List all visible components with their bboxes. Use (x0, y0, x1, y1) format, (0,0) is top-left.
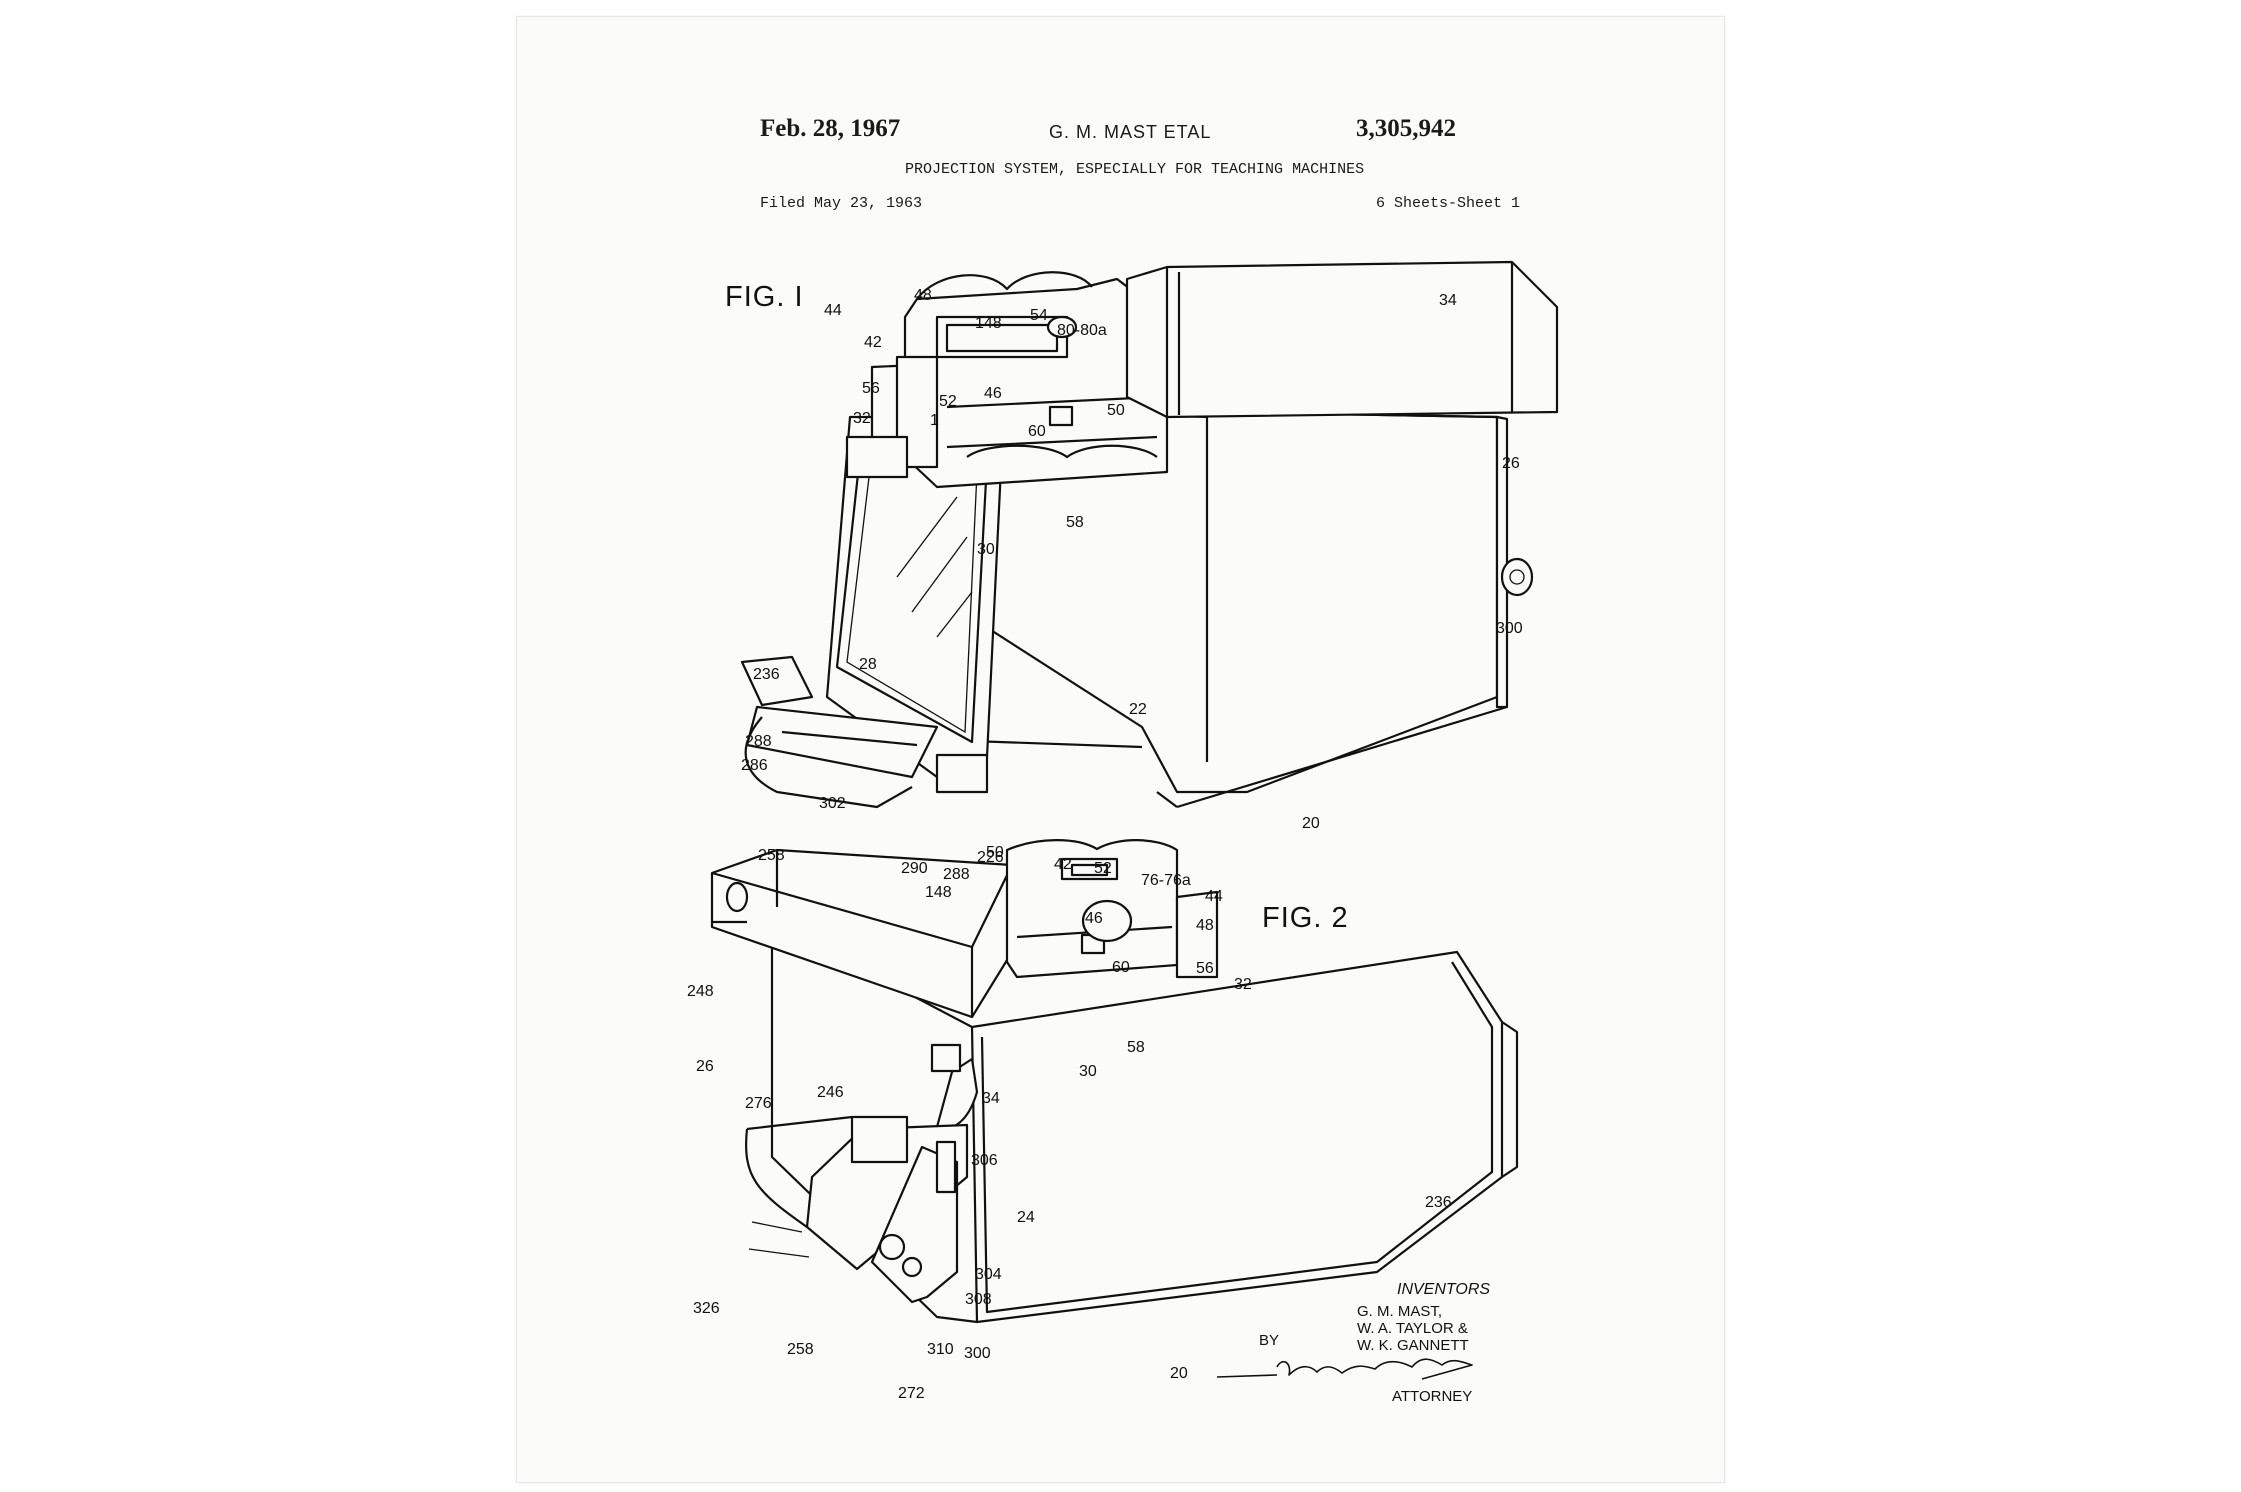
fig2-ref-76: 76-76a (1141, 872, 1191, 889)
fig1-drawing (740, 260, 1559, 809)
fig1-ref-290: 290 (901, 860, 928, 877)
patent-number: 3,305,942 (1356, 115, 1456, 142)
fig1-label: FIG. I (725, 281, 804, 313)
fig1-ref-1: 1 (930, 412, 939, 429)
fig2-ref-30: 30 (1079, 1063, 1097, 1080)
patent-title: PROJECTION SYSTEM, ESPECIALLY FOR TEACHI… (905, 161, 1365, 178)
fig2-ref-60: 60 (1112, 959, 1130, 976)
fig2-ref-26: 26 (696, 1058, 714, 1075)
fig1-ref-54: 54 (1030, 307, 1048, 324)
inventor-line-2: W. A. TAYLOR & (1357, 1320, 1468, 1337)
fig1-ref-32: 32 (853, 410, 871, 427)
fig2-reference-numerals: 50 42 52 76-76a 148 44 46 48 60 56 32 24… (687, 844, 1452, 1402)
fig1-ref-26: 26 (1502, 455, 1520, 472)
fig1-ref-22: 22 (1129, 701, 1147, 718)
fig2-ref-24: 24 (1017, 1209, 1035, 1226)
fig2-ref-258: 258 (787, 1341, 814, 1358)
fig1-ref-236: 236 (753, 666, 780, 683)
fig2-ref-58: 58 (1127, 1039, 1145, 1056)
fig2-ref-20: 20 (1170, 1365, 1188, 1382)
fig1-ref-288b: 288 (943, 866, 970, 883)
attorney-label: ATTORNEY (1392, 1388, 1472, 1405)
fig2-ref-310: 310 (927, 1341, 954, 1358)
fig1-ref-300: 300 (1496, 620, 1523, 637)
fig1-ref-56: 56 (862, 380, 880, 397)
fig1-ref-286: 286 (741, 757, 768, 774)
fig1-ref-226: 226 (977, 849, 1004, 866)
fig2-ref-236: 236 (1425, 1194, 1452, 1211)
fig1-ref-52: 52 (939, 393, 957, 410)
fig1-ref-302: 302 (819, 795, 846, 812)
fig1-ref-80: 80-80a (1057, 322, 1107, 339)
patent-date: Feb. 28, 1967 (760, 115, 901, 142)
fig1-ref-58: 58 (1066, 514, 1084, 531)
fig2-ref-56: 56 (1196, 960, 1214, 977)
fig2-ref-308: 308 (965, 1291, 992, 1308)
fig1-ref-44: 44 (824, 302, 842, 319)
fig2-ref-42: 42 (1054, 856, 1072, 873)
fig2-ref-50: 50 (986, 844, 1004, 861)
fig2-ref-276: 276 (745, 1095, 772, 1112)
fig2-ref-34: 34 (982, 1090, 1000, 1107)
fig2-ref-32: 32 (1234, 976, 1252, 993)
fig1-ref-28: 28 (859, 656, 877, 673)
fig1-ref-30: 30 (977, 541, 995, 558)
fig1-ref-60: 60 (1028, 423, 1046, 440)
inventor-line-1: G. M. MAST, (1357, 1303, 1442, 1320)
fig1-ref-50: 50 (1107, 402, 1125, 419)
fig2-ref-44: 44 (1205, 888, 1223, 905)
fig2-ref-148: 148 (925, 884, 952, 901)
fig2-ref-306: 306 (971, 1152, 998, 1169)
fig2-ref-46: 46 (1085, 910, 1103, 927)
fig1-ref-42: 42 (864, 334, 882, 351)
fig2-drawing (710, 839, 1519, 1324)
fig1-ref-46: 46 (984, 385, 1002, 402)
fig1-ref-34: 34 (1439, 292, 1457, 309)
fig2-ref-272: 272 (898, 1385, 925, 1402)
fig2-ref-246: 246 (817, 1084, 844, 1101)
inventors-block: INVENTORS G. M. MAST, W. A. TAYLOR & W. … (1216, 1281, 1490, 1405)
patent-drawing: FIG. I FIG. 2 44 48 42 148 54 80-80a 34 … (687, 260, 1559, 1405)
fig1-ref-288a: 288 (745, 733, 772, 750)
inventor-line-3: W. K. GANNETT (1357, 1337, 1469, 1354)
inventors-heading: INVENTORS (1397, 1281, 1490, 1298)
patent-sheet: Feb. 28, 1967 G. M. MAST ETAL 3,305,942 … (516, 16, 1725, 1483)
fig2-label: FIG. 2 (1262, 902, 1349, 934)
patent-inventors-header: G. M. MAST ETAL (1049, 122, 1212, 142)
fig2-ref-248: 248 (687, 983, 714, 1000)
patent-filed-date: Filed May 23, 1963 (760, 195, 923, 212)
fig2-ref-48: 48 (1196, 917, 1214, 934)
fig1-ref-258: 258 (758, 847, 785, 864)
patent-sheet-count: 6 Sheets-Sheet 1 (1376, 195, 1521, 212)
fig1-ref-48: 48 (914, 287, 932, 304)
by-label: BY (1259, 1332, 1279, 1349)
fig1-ref-20: 20 (1302, 815, 1320, 832)
fig1-reference-numerals: 44 48 42 148 54 80-80a 34 56 52 46 50 32… (741, 287, 1523, 883)
fig2-ref-300: 300 (964, 1345, 991, 1362)
fig2-ref-304: 304 (975, 1266, 1002, 1283)
attorney-signature (1216, 1358, 1473, 1380)
fig2-ref-326: 326 (693, 1300, 720, 1317)
fig1-ref-148: 148 (975, 315, 1002, 332)
fig2-ref-52: 52 (1094, 860, 1112, 877)
